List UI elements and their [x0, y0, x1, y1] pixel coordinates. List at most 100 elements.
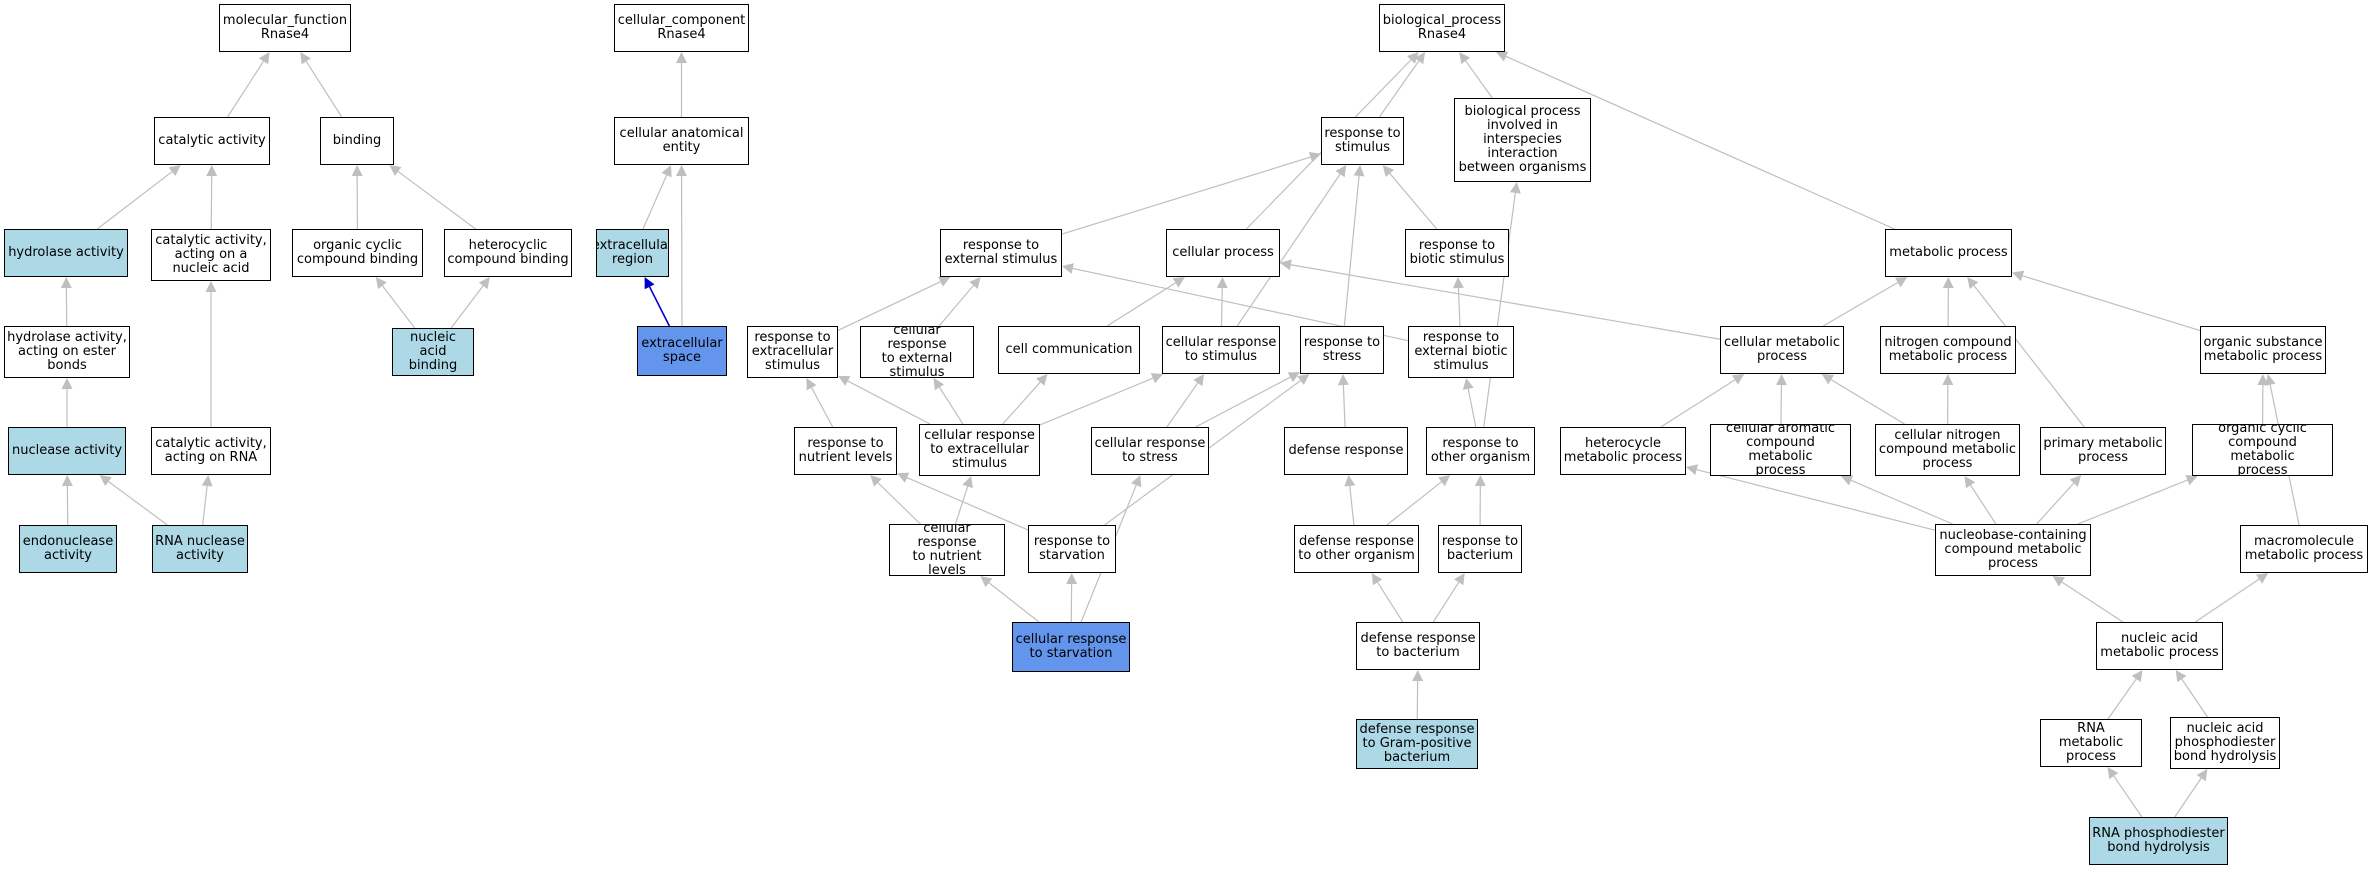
arrowhead	[1036, 374, 1048, 386]
node-extra-region: extracellular region	[596, 229, 669, 277]
node-defense-other: defense response to other organism	[1294, 525, 1419, 573]
arrowhead	[806, 378, 817, 391]
arrowhead	[1459, 52, 1471, 65]
arrowhead	[258, 52, 270, 65]
edge-cell-resp-stim-to-resp-stim	[1236, 173, 1341, 327]
arrowhead	[1335, 165, 1347, 178]
arrowhead	[1731, 374, 1745, 385]
edge-nucleobase-metab-to-aromatic-metab	[1850, 479, 1953, 525]
arrowhead	[168, 165, 181, 177]
edge-nucleobase-metab-to-org-cyclic-metab	[2077, 479, 2188, 525]
arrowhead	[969, 277, 981, 289]
arrowhead	[300, 52, 311, 65]
edge-cell-resp-nutrient-to-resp-nutrient	[877, 482, 921, 525]
arrowhead	[1193, 374, 1205, 387]
node-cell-comm: cell communication	[998, 326, 1140, 374]
edge-hetero-binding-to-binding	[397, 171, 477, 230]
edge-cell-resp-stress-to-resp-stress	[1195, 376, 1291, 428]
edge-defense-bact-to-defense-other	[1377, 581, 1404, 623]
node-rna-phospho: RNA phosphodiester bond hydrolysis	[2089, 817, 2228, 865]
arrowhead	[1287, 372, 1300, 383]
arrowhead	[1942, 277, 1954, 289]
node-cc-root: cellular_component Rnase4	[614, 4, 749, 52]
edge-resp-nutrient-to-resp-extracell	[811, 387, 834, 428]
arrowhead	[1821, 374, 1834, 385]
arrowhead	[661, 165, 672, 178]
node-cell-resp-extracell: cellular response to extracellular stimu…	[919, 424, 1040, 476]
arrowhead	[1474, 475, 1486, 487]
arrowhead	[962, 476, 973, 489]
arrowhead	[478, 277, 490, 290]
node-phosphodiester: nucleic acid phosphodiester bond hydroly…	[2170, 717, 2280, 769]
node-hydrolase: hydrolase activity	[4, 229, 128, 277]
node-extra-space: extracellular space	[637, 326, 727, 376]
edge-cell-resp-extracell-to-cell-comm	[1002, 381, 1041, 425]
node-resp-nutrient: response to nutrient levels	[794, 427, 897, 475]
arrowhead	[1308, 151, 1321, 163]
edge-extra-region-to-anat-entity	[642, 174, 668, 230]
edge-resp-other-org-to-resp-ext-biotic	[1467, 388, 1477, 428]
node-nucleic-binding: nucleic acid binding	[392, 328, 474, 376]
edge-cell-resp-ext-to-resp-ext-stim	[938, 284, 974, 327]
arrowhead	[205, 281, 217, 292]
arrowhead	[1412, 670, 1424, 682]
node-defense-gram: defense response to Gram-positive bacter…	[1356, 719, 1478, 769]
node-catalytic: catalytic activity	[154, 117, 270, 165]
node-defense-bact: defense response to bacterium	[1356, 622, 1480, 670]
arrowhead	[1407, 52, 1419, 64]
arrowhead	[2264, 374, 2276, 386]
arrowhead	[351, 165, 363, 177]
edge-cell-resp-extracell-to-cell-resp-ext	[938, 386, 964, 425]
edge-cell-comm-to-cell-process	[1106, 282, 1176, 327]
arrowhead	[2012, 270, 2025, 282]
edge-cell-resp-extracell-to-resp-extracell	[847, 380, 931, 425]
node-cell-resp-stress: cellular response to stress	[1091, 427, 1209, 475]
node-cat-rna: catalytic activity, acting on RNA	[151, 427, 271, 475]
arrowhead	[938, 276, 951, 287]
edge-binding-to-mf-root	[305, 60, 343, 118]
arrowhead	[375, 277, 387, 290]
node-cell-process: cellular process	[1166, 229, 1280, 277]
node-resp-stim: response to stimulus	[1321, 117, 1404, 165]
edge-rna-phospho-to-rna-metab	[2113, 775, 2143, 818]
edge-resp-stim-to-bp-root	[1378, 60, 1420, 118]
arrowhead	[676, 165, 688, 177]
arrowhead	[99, 475, 112, 486]
arrowhead	[1353, 165, 1365, 177]
node-cat-nucleic: catalytic activity, acting on a nucleic …	[151, 229, 271, 281]
arrowhead	[644, 277, 655, 290]
edge-cell-metab-to-cell-process	[1290, 264, 1721, 340]
arrowhead	[1942, 374, 1954, 386]
arrowhead	[1382, 165, 1395, 177]
edge-cell-resp-stress-to-cell-resp-stim	[1166, 382, 1199, 428]
edge-defense-to-resp-stress	[1342, 384, 1346, 428]
arrowhead	[61, 378, 73, 389]
node-cell-metab: cellular metabolic process	[1720, 326, 1844, 374]
node-aromatic-metab: cellular aromatic compound metabolic pro…	[1710, 424, 1851, 476]
node-resp-bacterium: response to bacterium	[1438, 525, 1522, 573]
edge-rna-nuclease-to-cat-rna	[202, 485, 208, 526]
arrowhead	[1895, 277, 1908, 288]
arrowhead	[1062, 263, 1074, 274]
node-hetero-binding: heterocyclic compound binding	[444, 229, 572, 277]
node-macromol-metab: macromolecule metabolic process	[2240, 525, 2368, 573]
edge-nucleobase-metab-to-cell-nitrogen-metab	[1970, 484, 1997, 525]
arrowhead	[1454, 573, 1465, 586]
node-primary-metab: primary metabolic process	[2040, 427, 2166, 475]
arrowhead	[980, 576, 993, 588]
node-heterocycle-metab: heterocycle metabolic process	[1560, 427, 1686, 475]
arrowhead	[1686, 464, 1699, 476]
edge-nucleobase-metab-to-heterocycle-metab	[1696, 469, 1936, 531]
node-mf-root: molecular_function Rnase4	[219, 4, 351, 52]
node-cell-nitrogen-metab: cellular nitrogen compound metabolic pro…	[1875, 424, 2020, 476]
arrowhead	[1462, 378, 1474, 390]
arrowhead	[1840, 475, 1854, 486]
node-nuclease: nuclease activity	[8, 427, 126, 475]
arrowhead	[1280, 259, 1292, 271]
edge-org-subst-metab-to-metabolic	[2022, 275, 2201, 332]
edge-rna-metab-to-nucleic-metab	[2107, 678, 2137, 720]
arrowhead	[1371, 573, 1383, 586]
node-cell-resp-nutrient: cellular response to nutrient levels	[889, 524, 1005, 576]
edge-resp-extracell-to-resp-ext-stim	[837, 281, 941, 331]
